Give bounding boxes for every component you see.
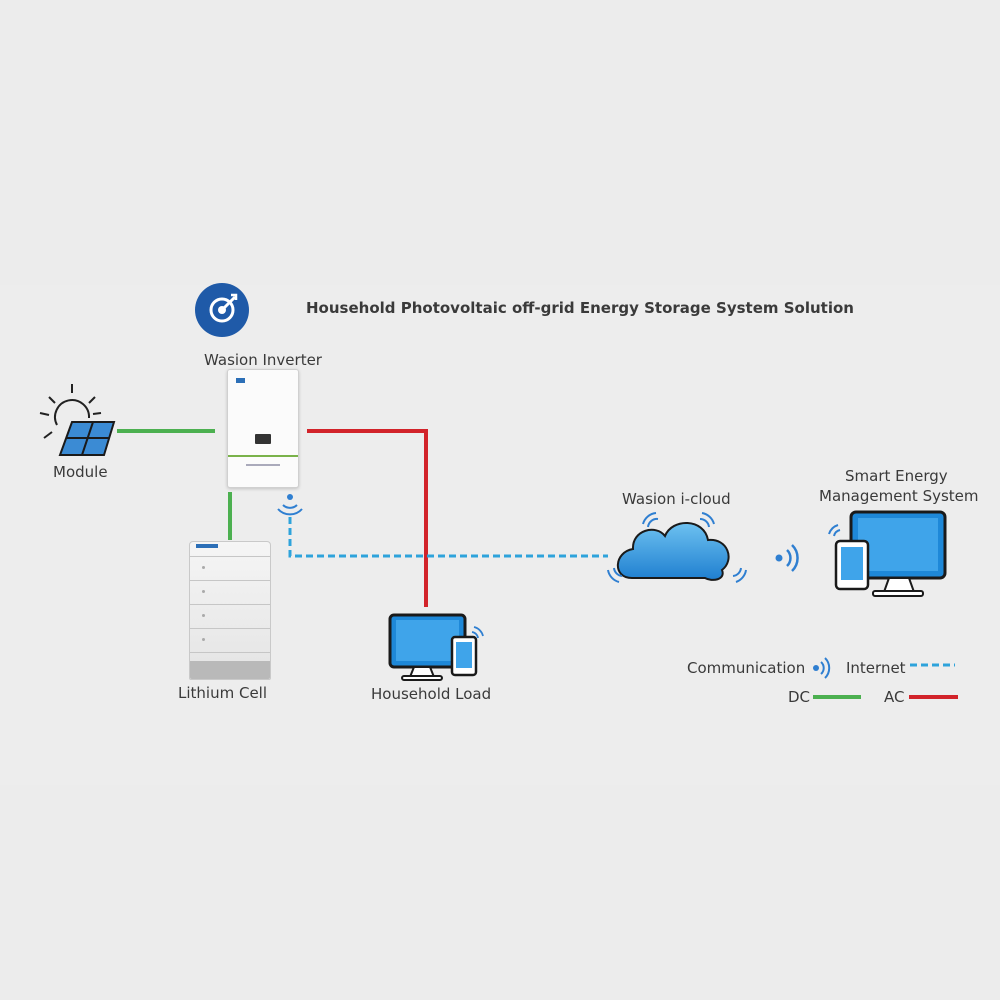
battery-band (190, 556, 270, 557)
diagram-title: Household Photovoltaic off-grid Energy S… (306, 299, 854, 317)
battery-band (190, 652, 270, 653)
battery-band (190, 604, 270, 605)
sems-label-line2: Management System (819, 487, 979, 505)
battery-base (190, 661, 270, 679)
sun-icon (39, 384, 102, 439)
battery-led (202, 614, 205, 617)
load-monitor-icon (388, 613, 467, 681)
module-label: Module (53, 463, 108, 481)
sems-label-line1: Smart Energy (845, 467, 948, 485)
wifi-signal-icon (277, 494, 303, 516)
inverter-icon (227, 369, 299, 488)
inverter-stripe (228, 455, 298, 457)
logo-target-icon (195, 283, 249, 337)
inverter-brand-mark (236, 378, 245, 383)
cloud-icon (607, 512, 747, 583)
legend-internet-label: Internet (846, 659, 906, 677)
legend-communication-label: Communication (687, 659, 806, 677)
battery-icon (189, 541, 271, 680)
legend-communication-icon (813, 657, 831, 679)
battery-band (190, 628, 270, 629)
legend-dc-label: DC (788, 688, 811, 706)
load-tablet-icon (450, 626, 484, 677)
solar-panel-icon (58, 421, 116, 456)
ac-line-load (307, 429, 428, 607)
battery-led (202, 566, 205, 569)
lithium-cell-label: Lithium Cell (178, 684, 268, 702)
sems-tablet-icon (828, 524, 870, 591)
inverter-display (255, 434, 271, 444)
battery-led (202, 590, 205, 593)
legend-ac-label: AC (884, 688, 905, 706)
internet-line (288, 517, 608, 558)
inverter-label: Wasion Inverter (204, 351, 322, 369)
battery-band (190, 580, 270, 581)
battery-brand-mark (196, 544, 218, 548)
inverter-text-strip (246, 464, 280, 466)
communication-signal-icon (775, 544, 799, 572)
cloud-label: Wasion i-cloud (622, 490, 731, 508)
household-load-label: Household Load (371, 685, 492, 703)
battery-led (202, 638, 205, 641)
